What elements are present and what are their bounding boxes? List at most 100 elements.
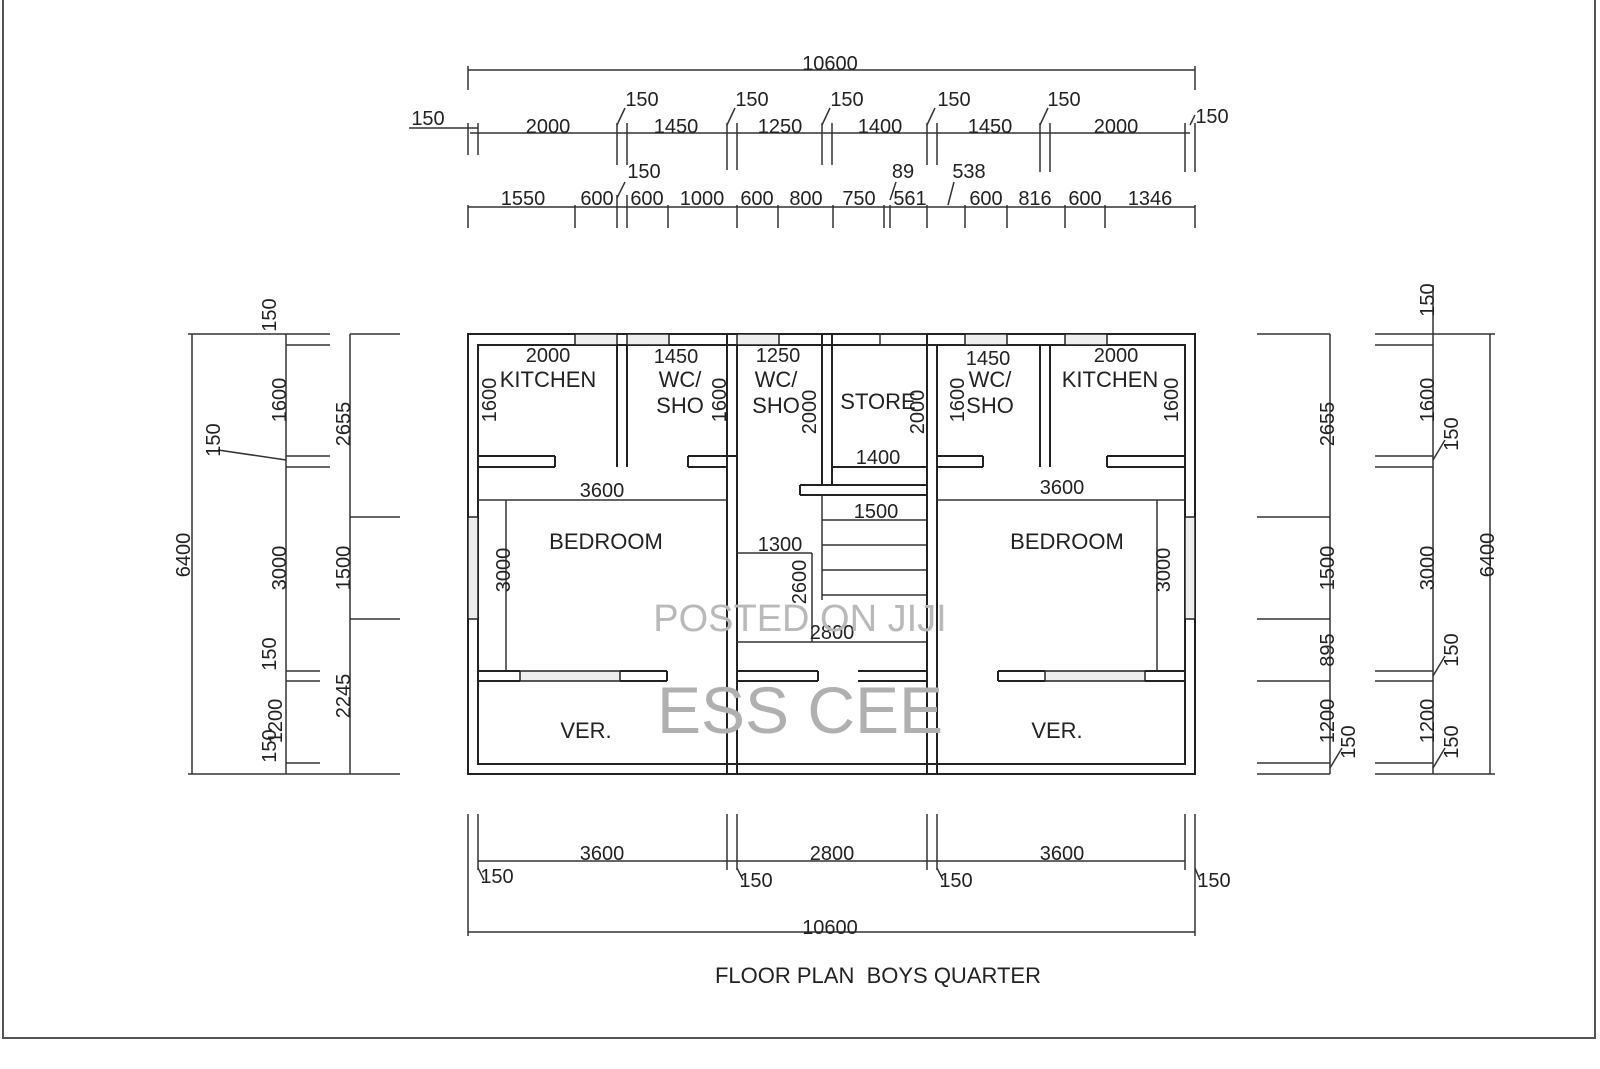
dim-label: 150 xyxy=(1047,89,1080,111)
dim-label: 3600 xyxy=(580,843,625,865)
dim-label: 3000 xyxy=(1417,546,1439,591)
room-kitchen-right: KITCHEN xyxy=(1062,367,1159,392)
windows xyxy=(467,333,1196,682)
dim-label: 1000 xyxy=(680,188,725,210)
dim-label: 150 xyxy=(259,637,281,670)
dim-label: 1550 xyxy=(501,188,546,210)
dim-label: 538 xyxy=(952,161,985,183)
dim-label: 600 xyxy=(580,188,613,210)
dim-label: 1450 xyxy=(968,116,1013,138)
dim-label: 3600 xyxy=(1040,477,1085,499)
watermark-posted: POSTED ON JIJI xyxy=(653,598,946,640)
dim-label: 3600 xyxy=(1040,843,1085,865)
dim-label: 1200 xyxy=(1417,699,1439,744)
room-wc-right-2: SHO xyxy=(966,393,1014,418)
room-wc-left: WC/ xyxy=(659,367,703,392)
dim-label: 2655 xyxy=(333,402,355,447)
room-wc-left-2: SHO xyxy=(656,393,704,418)
dim-label: 2600 xyxy=(789,560,811,605)
dim-label: 600 xyxy=(740,188,773,210)
dim-label: 1400 xyxy=(858,116,903,138)
top-dimensions: 10600 150 2000 150 1450 150 1250 150 140… xyxy=(409,53,1229,228)
dim-label: 895 xyxy=(1317,633,1339,666)
dim-label: 1500 xyxy=(1317,546,1339,591)
dim-label: 1600 xyxy=(947,378,969,423)
dim-label: 10600 xyxy=(802,917,858,939)
right-dimensions: 2655 1500 895 1200 150 150 1600 150 3000… xyxy=(1257,283,1499,775)
room-bedroom-left: BEDROOM xyxy=(549,529,663,554)
dim-label: 2800 xyxy=(810,843,855,865)
dim-label: 1450 xyxy=(654,116,699,138)
dim-label: 3600 xyxy=(580,480,625,502)
dim-label: 1600 xyxy=(709,378,731,423)
dim-label: 150 xyxy=(1195,106,1228,128)
dim-label: 1346 xyxy=(1128,188,1173,210)
dim-label: 150 xyxy=(1338,725,1360,758)
dim-label: 150 xyxy=(480,866,513,888)
dim-label: 150 xyxy=(203,423,225,456)
dim-label: 150 xyxy=(1441,633,1463,666)
sheet-border xyxy=(2,0,1596,1039)
dim-label: 1250 xyxy=(756,345,801,367)
dim-label: 1600 xyxy=(1417,378,1439,423)
dim-label: 1200 xyxy=(1317,699,1339,744)
room-bedroom-right: BEDROOM xyxy=(1010,529,1124,554)
dim-label: 3000 xyxy=(493,548,515,593)
dim-label: 1200 xyxy=(265,699,287,744)
room-wc-mid: WC/ xyxy=(755,367,799,392)
dim-label: 2245 xyxy=(333,674,355,719)
dim-label: 600 xyxy=(1068,188,1101,210)
room-labels: KITCHEN WC/ SHO WC/ SHO STORE WC/ SHO KI… xyxy=(500,367,1159,743)
dim-label: 150 xyxy=(830,89,863,111)
dim-label: 89 xyxy=(892,161,914,183)
dim-label: 150 xyxy=(1441,417,1463,450)
dim-label: 150 xyxy=(1197,870,1230,892)
dim-label: 6400 xyxy=(1477,533,1499,578)
dim-label: 1250 xyxy=(758,116,803,138)
dim-label: 1300 xyxy=(758,534,803,556)
room-veranda-left: VER. xyxy=(560,718,611,743)
room-wc-mid-2: SHO xyxy=(752,393,800,418)
dim-label: 150 xyxy=(937,89,970,111)
dim-label: 1450 xyxy=(966,348,1011,370)
dim-label: 150 xyxy=(1417,283,1439,316)
dim-label: 1500 xyxy=(854,501,899,523)
dim-label: 150 xyxy=(259,298,281,331)
dim-label: 1600 xyxy=(269,378,291,423)
dim-label: 800 xyxy=(789,188,822,210)
watermark-brand: ESS CEE xyxy=(657,673,943,747)
dim-label: 600 xyxy=(630,188,663,210)
drawing-title: FLOOR PLAN BOYS QUARTER xyxy=(715,963,1041,988)
dim-label: 2655 xyxy=(1317,402,1339,447)
room-kitchen-left: KITCHEN xyxy=(500,367,597,392)
dim-label: 2000 xyxy=(526,116,571,138)
dim-label: 150 xyxy=(739,870,772,892)
dim-label: 150 xyxy=(1441,725,1463,758)
dim-label: 2000 xyxy=(1094,345,1139,367)
dim-label: 3000 xyxy=(1153,548,1175,593)
dim-label: 1500 xyxy=(333,546,355,591)
left-dimensions: 6400 150 1600 150 3000 150 1200 150 2655… xyxy=(173,298,400,775)
dim-label: 1600 xyxy=(479,378,501,423)
dim-label: 6400 xyxy=(173,533,195,578)
dim-label: 1450 xyxy=(654,346,699,368)
dim-label: 1400 xyxy=(856,447,901,469)
room-wc-right: WC/ xyxy=(969,367,1013,392)
bottom-dimensions: 3600 2800 3600 150 150 150 150 10600 xyxy=(467,814,1231,939)
dim-label: 150 xyxy=(939,870,972,892)
dim-label: 561 xyxy=(893,188,926,210)
dim-label: 150 xyxy=(735,89,768,111)
room-store: STORE xyxy=(840,389,915,414)
dim-label: 816 xyxy=(1018,188,1051,210)
dim-label: 150 xyxy=(259,729,281,762)
dim-label: 2000 xyxy=(907,390,929,435)
dim-label: 1600 xyxy=(1161,378,1183,423)
dim-label: 600 xyxy=(969,188,1002,210)
dim-label: 2800 xyxy=(810,622,855,644)
room-veranda-right: VER. xyxy=(1031,718,1082,743)
dim-label: 3000 xyxy=(269,546,291,591)
dim-top-overall: 10600 xyxy=(802,53,858,75)
dim-label: 750 xyxy=(842,188,875,210)
